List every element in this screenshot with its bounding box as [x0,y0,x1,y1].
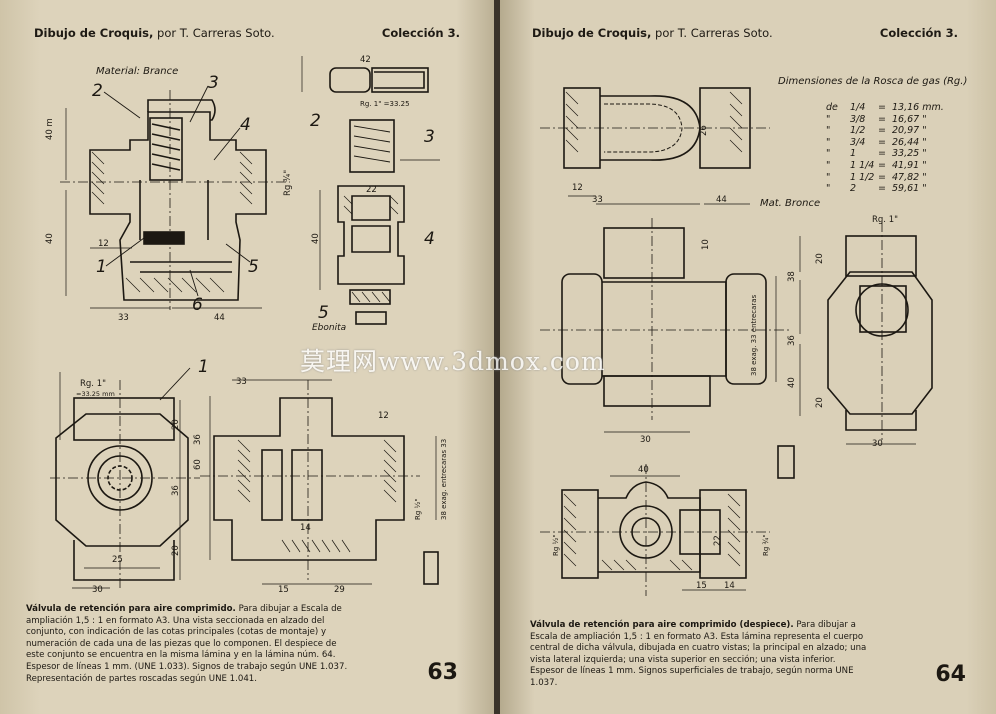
dim-36b: 36 [171,485,181,496]
dim-12: 12 [98,239,109,249]
right-caption: Válvula de retención para aire comprimid… [530,620,870,690]
thread-rg1-mm: =33.25 mm [76,390,115,398]
thread-rg12: Rg ½" [414,498,422,520]
right-material-label: Mat. Bronce [760,198,820,209]
left-material-label: Material: Brance [96,66,178,77]
r-dim-14: 14 [724,581,735,591]
part-num-4b: 4 [424,229,435,249]
part-num-1b: 1 [198,357,209,377]
dim-25: 25 [112,555,123,565]
ebonita-label: Ebonita [312,323,346,333]
left-drawing: 33 42 22 33 44 12 40 m 40 40 36 60 20 36… [45,55,448,595]
part-num-3b: 3 [424,127,435,147]
left-page: Dibujo de Croquis, por T. Carreras Soto.… [0,0,496,714]
r-dim-22: 22 [713,535,723,546]
thread-row: "2=59,61 " [826,183,927,195]
dim-33: 33 [236,377,247,387]
r-dim-26: 26 [699,125,709,136]
r-dim-30b: 30 [872,439,883,449]
thread-row: "1=33,25 " [826,148,927,160]
dim-40: 40 m [45,118,55,140]
r-dim-38: 38 [787,271,797,282]
dim-29: 29 [334,585,345,595]
left-caption: Válvula de retención para aire comprimid… [26,604,356,685]
r-dim-12: 12 [572,183,583,193]
thread-row: "1 1/2=47,82 " [826,171,927,183]
part-num-5: 5 [248,257,259,277]
part-num-3: 3 [208,73,219,93]
thread-row: "1/2=20,97 " [826,125,927,137]
r-dim-20: 20 [815,253,825,264]
dim-40c: 40 [311,233,321,244]
r-dim-40b: 40 [638,465,649,475]
left-header: Dibujo de Croquis, por T. Carreras Soto. [34,26,275,40]
thread-rg34: Rg ¾" [283,170,293,196]
r-dim-15: 15 [696,581,707,591]
table-title: Dimensiones de la Rosca de gas (Rg.) [778,76,967,87]
thread-rg1: Rg. 1" [80,379,106,389]
part-num-1: 1 [96,257,107,277]
dim-42: 42 [360,55,371,65]
thread-row: "3/8=16,67 " [826,113,927,125]
left-header-author: por T. Carreras Soto. [157,26,275,40]
watermark: 莫理网www.3dmox.com [300,347,606,376]
right-drawing: 12 33 44 26 10 38 36 40 20 20 30 30 40 1… [540,76,967,596]
right-caption-title: Válvula de retención para aire comprimid… [530,620,794,630]
dim-33b: 33 [118,313,129,323]
right-header-author: por T. Carreras Soto. [655,26,773,40]
left-caption-title: Válvula de retención para aire comprimid… [26,604,236,614]
dim-44: 44 [214,313,225,323]
r-dim-44: 44 [716,195,727,205]
r-thread-exag: 38 exag. 33 entrecaras [750,294,758,376]
r-dim-33: 33 [592,195,603,205]
part-num-2: 2 [92,81,103,101]
dim-15: 15 [278,585,289,595]
right-header: Dibujo de Croquis, por T. Carreras Soto. [532,26,773,40]
left-caption-body: Para dibujar a Escala de ampliación 1,5 … [26,604,348,684]
dim-36: 36 [193,434,203,445]
left-collection: Colección 3. [381,26,460,40]
dim-30: 30 [92,585,103,595]
part-num-5b: 5 [318,303,329,323]
r-thread-rg1: Rg. 1" [872,215,898,225]
dim-22: 22 [366,185,377,195]
r-dim-36: 36 [787,335,797,346]
dim-20: 20 [171,419,181,430]
left-page-number: 63 [427,660,458,685]
thread-exag: 38 exag. entrecaras 33 [440,439,448,520]
r-dim-30: 30 [640,435,651,445]
r-dim-20b: 20 [815,397,825,408]
r-thread-rg12: Rg ½" [552,534,560,556]
book-gutter [494,0,502,714]
r-dim-10: 10 [701,239,711,250]
r-dim-40: 40 [787,377,797,388]
right-page-number: 64 [935,662,966,687]
thread-rg1b: Rg. 1" =33.25 [360,100,410,108]
left-header-title: Dibujo de Croquis, [34,26,154,40]
right-collection: Colección 3. [879,26,958,40]
dim-60: 60 [193,459,203,470]
thread-row: "3/4=26,44 " [826,136,927,148]
dim-12b: 12 [378,411,389,421]
right-page: Dibujo de Croquis, por T. Carreras Soto.… [500,0,996,714]
part-num-4: 4 [240,115,251,135]
dim-14: 14 [300,523,311,533]
dim-20b: 20 [171,545,181,556]
thread-row: "1 1/4=41,91 " [826,159,927,171]
part-num-6: 6 [192,295,203,315]
part-num-2b: 2 [310,111,321,131]
r-thread-rg34: Rg ¾" [762,534,770,556]
right-caption-body: Para dibujar a Escala de ampliación 1,5 … [530,620,867,688]
dim-40b: 40 [45,233,55,244]
right-header-title: Dibujo de Croquis, [532,26,652,40]
